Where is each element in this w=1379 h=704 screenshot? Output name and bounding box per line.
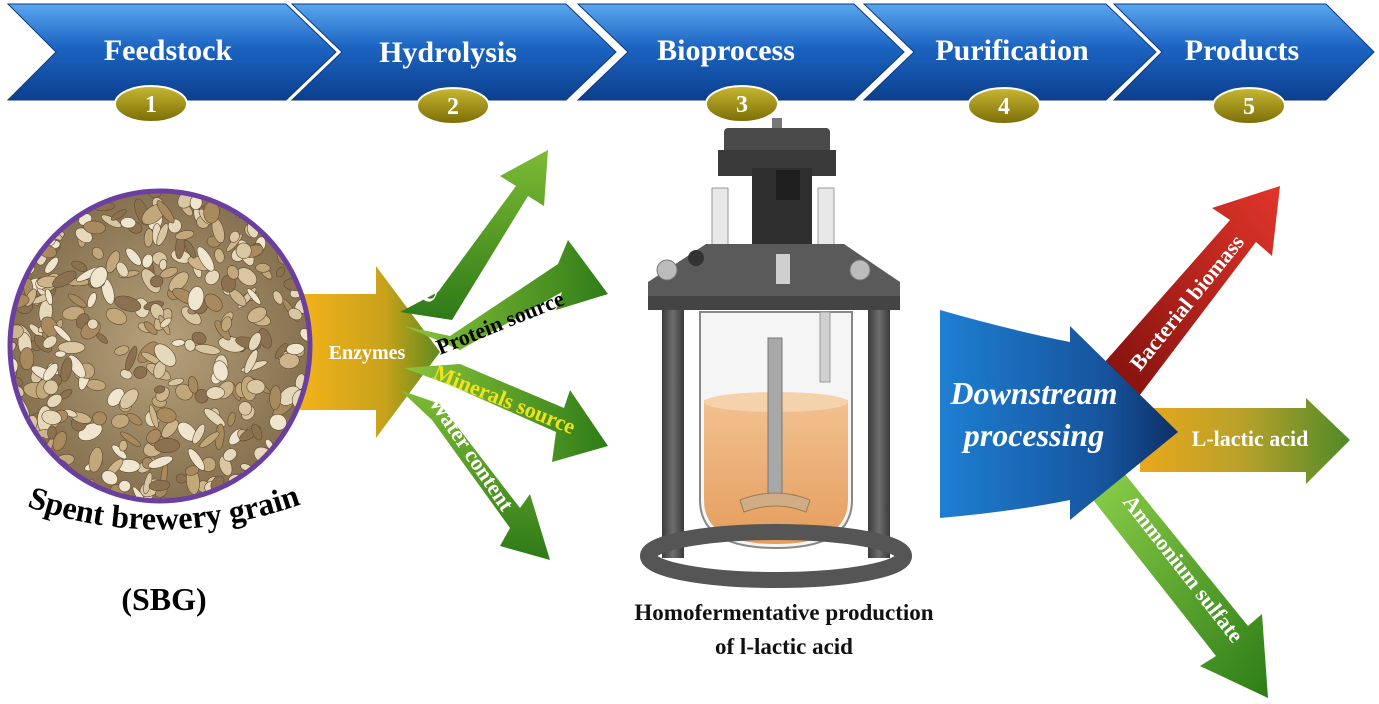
step-label-bioprocess: Bioprocess [657, 34, 795, 67]
svg-text:3: 3 [736, 92, 748, 118]
step-chevron-bioprocess: Bioprocess [576, 3, 905, 101]
downstream-label-line1: Downstream [949, 375, 1117, 411]
spent-grain-image [7, 188, 313, 504]
step-label-purification: Purification [935, 34, 1089, 67]
step-label-feedstock: Feedstock [104, 34, 233, 67]
l-lactic-acid-label: L-lactic acid [1192, 426, 1309, 451]
feedstock-abbrev: (SBG) [121, 581, 206, 617]
svg-text:2: 2 [447, 94, 459, 120]
enzymes-label: Enzymes [329, 342, 406, 364]
bioreactor-icon [640, 118, 912, 588]
step-label-hydrolysis: Hydrolysis [379, 36, 517, 69]
step-chevron-products: Products [1112, 3, 1375, 101]
ammonium-sulfate-label: Ammonium sulfate [1118, 490, 1249, 648]
step-chevron-hydrolysis: Hydrolysis [290, 3, 617, 101]
step-badge-2: 2 [416, 87, 490, 125]
downstream-processing-arrow: Downstream processing [940, 310, 1178, 520]
downstream-label-line2: processing [961, 417, 1104, 453]
step-chevron-purification: Purification [862, 3, 1157, 101]
step-badge-5: 5 [1212, 87, 1286, 125]
enzymes-arrow: Enzymes [300, 266, 440, 438]
svg-text:1: 1 [145, 92, 157, 118]
step-badge-1: 1 [114, 85, 188, 123]
step-label-products: Products [1185, 34, 1299, 67]
bioprocess-caption-line2: of l-lactic acid [715, 634, 853, 659]
bacterial-biomass-label: Bacterial biomass [1124, 229, 1249, 375]
step-badge-4: 4 [967, 87, 1041, 125]
step-badge-3: 3 [705, 85, 779, 123]
step-chevron-feedstock: Feedstock [6, 3, 337, 101]
svg-text:5: 5 [1243, 94, 1255, 120]
bioprocess-caption-line1: Homofermentative production [634, 600, 933, 625]
svg-text:4: 4 [998, 94, 1010, 120]
